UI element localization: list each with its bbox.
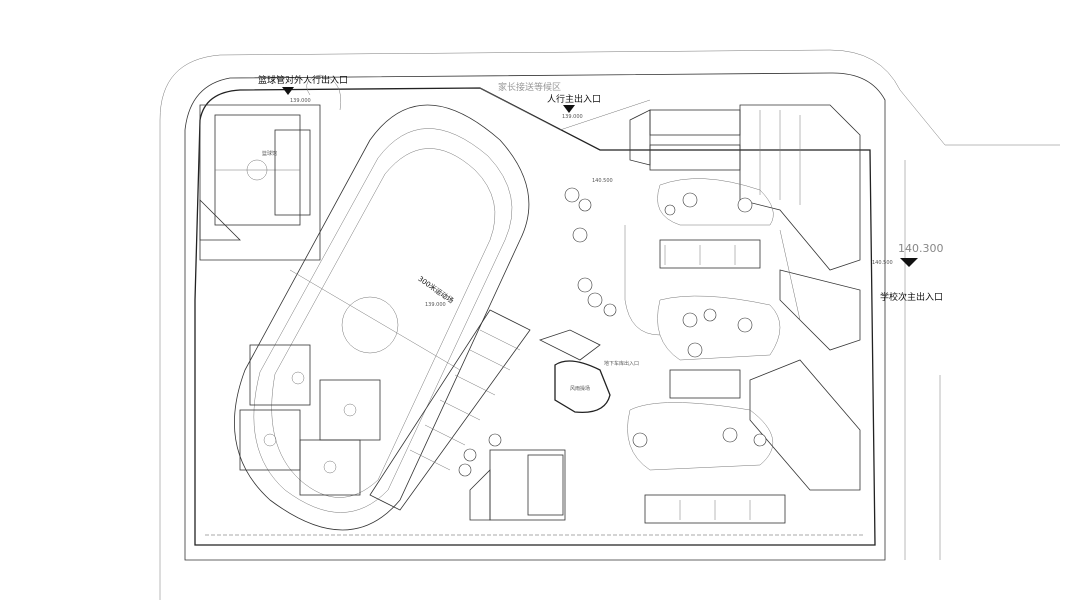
elevation-arrow-icon: [900, 258, 918, 267]
label-parent-waiting: 家长接送等候区: [498, 83, 562, 93]
site-boundary: [184, 72, 886, 561]
central-building: [554, 360, 611, 414]
basketball-courts: [239, 344, 381, 496]
road-edges-east: [904, 144, 1060, 560]
elevation-east-road: 140.300: [898, 242, 944, 255]
drop-off-lane: [479, 87, 651, 131]
elevation-basketball: 139.000: [290, 98, 311, 104]
label-basketball-entrance: 篮球管对外人行出入口: [258, 76, 349, 86]
underground-ramp: [538, 329, 601, 361]
tennis-courts: [369, 309, 531, 511]
main-entrance-arrow-icon: [563, 105, 575, 113]
auditorium: [469, 449, 566, 521]
courtyards: [624, 178, 801, 471]
label-underground-entrance: 地下车库出入口: [604, 361, 640, 367]
elevation-east-gate: 140.500: [872, 260, 893, 266]
elevation-field: 139.000: [425, 302, 446, 308]
trees: [458, 187, 767, 477]
running-track: [234, 104, 530, 531]
label-secondary-entrance: 学校次主出入口: [880, 293, 944, 303]
entrance-arrow-icon: [282, 87, 294, 95]
label-gym: 篮球馆: [262, 151, 278, 157]
road-edge-outer: [159, 49, 946, 600]
elevation-north-plaza: 140.500: [592, 178, 613, 184]
entrance-ramp: [306, 74, 342, 111]
redline: [194, 87, 876, 546]
elevation-main-entrance: 139.000: [562, 114, 583, 120]
label-pedestrian-main-entrance: 人行主出入口: [547, 95, 602, 105]
basketball-hall: [199, 104, 321, 261]
label-central-building: 风雨操场: [570, 386, 591, 392]
teaching-buildings: [629, 104, 861, 524]
